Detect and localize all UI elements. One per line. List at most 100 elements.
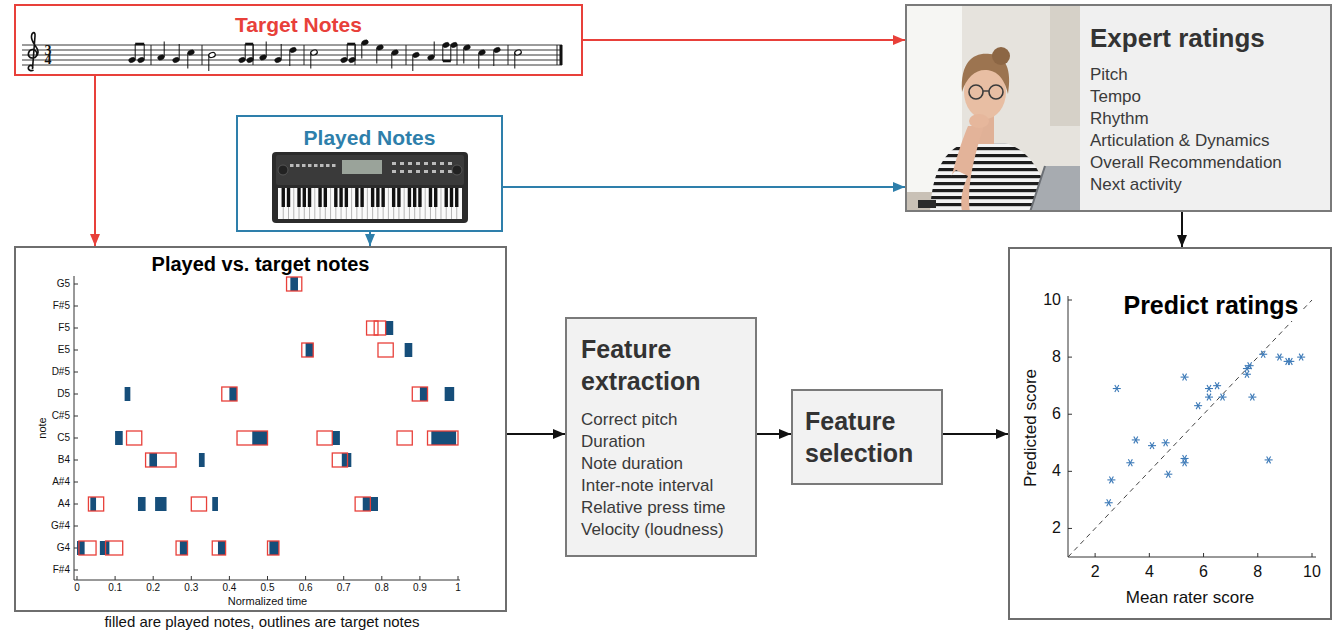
data-point — [1109, 476, 1113, 483]
data-point — [1221, 394, 1225, 401]
axis-tick-label: D#5 — [52, 366, 70, 378]
target-note-outline — [287, 277, 302, 291]
played-note-bar — [252, 431, 267, 445]
keyboard-illustration — [334, 188, 337, 207]
piano-roll-plot — [74, 350, 78, 351]
piano-roll-plot — [458, 576, 459, 580]
data-point — [1219, 394, 1227, 401]
keyboard-illustration — [408, 170, 412, 173]
played-note-bar — [149, 453, 157, 467]
axis-tick-label: E5 — [58, 344, 70, 356]
data-point — [1115, 385, 1119, 392]
piano-roll-plot — [74, 438, 78, 439]
piano-roll-plot — [74, 306, 78, 307]
keyboard-illustration — [345, 188, 348, 207]
piano-roll-plot — [74, 460, 78, 461]
keyboard-illustration — [455, 188, 458, 207]
axis-tick-label: C5 — [57, 432, 70, 444]
expert-photo — [930, 143, 1052, 212]
keyboard-illustration — [404, 188, 405, 219]
keyboard-illustration — [320, 164, 324, 167]
note-beam — [443, 60, 451, 63]
keyboard-illustration — [318, 188, 321, 207]
piano-roll-plot — [74, 276, 460, 580]
note — [427, 42, 435, 61]
keyboard-illustration — [397, 188, 400, 207]
time-signature: 4 — [45, 53, 52, 67]
data-point — [1277, 354, 1281, 361]
keyboard-illustration — [303, 188, 306, 207]
played-note-bar — [125, 387, 131, 401]
data-point — [1259, 351, 1267, 358]
data-point — [1126, 459, 1134, 466]
keyboard-illustration — [351, 188, 352, 219]
expert-photo — [907, 6, 1080, 212]
note — [310, 53, 311, 69]
played-note-bar — [332, 431, 340, 445]
bar-line — [202, 45, 203, 65]
data-point — [1166, 471, 1170, 478]
note — [157, 42, 165, 61]
piano-roll-plot — [191, 576, 192, 580]
scatter-plot — [1068, 414, 1072, 415]
target-note-outline — [176, 541, 187, 555]
target-note-outline — [106, 541, 123, 555]
piano-roll-plot — [74, 504, 78, 505]
axis-tick-label: 10 — [1043, 291, 1061, 309]
data-point — [1299, 354, 1303, 361]
played-note-bar — [90, 497, 96, 511]
data-point — [1107, 499, 1111, 506]
arrow-connector — [369, 232, 371, 246]
note — [187, 49, 195, 68]
played-note-bar — [155, 497, 166, 511]
axis-tick-label: 4 — [1145, 563, 1154, 581]
note — [164, 42, 165, 58]
plot-panel: Played vs. target notes — [14, 246, 507, 612]
note — [289, 51, 290, 67]
list-item: Next activity — [1090, 174, 1322, 196]
axis-tick-label: F5 — [58, 322, 70, 334]
keyboard-illustration — [308, 188, 311, 207]
data-point — [1134, 436, 1138, 443]
data-point — [1183, 455, 1187, 462]
keyboard-illustration — [371, 188, 374, 207]
arrow-connector — [1181, 212, 1183, 247]
axis-tick-label: B4 — [58, 454, 70, 466]
data-point — [1183, 374, 1187, 381]
axis-tick-label: 0.6 — [299, 582, 313, 594]
note — [463, 48, 464, 64]
node-title: Played vs. target notes — [148, 252, 374, 276]
expert-photo — [969, 114, 989, 128]
keyboard-illustration — [434, 188, 437, 207]
axis-tick-label: 2 — [1052, 519, 1061, 537]
bar-line — [457, 45, 458, 65]
data-point — [1207, 394, 1211, 401]
played-note-bar — [269, 541, 279, 555]
music-staff — [22, 60, 562, 61]
treble-clef — [28, 33, 38, 71]
target-note-outline — [268, 541, 279, 555]
list-item: Overall Recommendation — [1090, 152, 1322, 174]
target-note-outline — [191, 497, 206, 511]
keyboard-illustration — [308, 164, 312, 167]
axis-tick-label: 0 — [74, 582, 80, 594]
data-point — [1243, 371, 1251, 378]
axis-tick-label: A#4 — [52, 476, 70, 488]
expert-photo — [1030, 166, 1080, 212]
data-point — [1215, 382, 1219, 389]
note — [450, 46, 451, 62]
list-item: Rhythm — [1090, 108, 1322, 130]
data-point — [1128, 459, 1132, 466]
data-point — [1215, 382, 1219, 389]
keyboard-illustration — [452, 165, 462, 175]
axis-tick-label: 4 — [1052, 462, 1061, 480]
target-note-outline — [127, 431, 142, 445]
final-bar — [560, 45, 563, 65]
node-title: Played Notes — [246, 125, 493, 151]
note — [478, 53, 479, 69]
note — [172, 44, 180, 63]
piano-roll-plot — [74, 276, 75, 580]
scatter-plot — [1095, 553, 1096, 557]
